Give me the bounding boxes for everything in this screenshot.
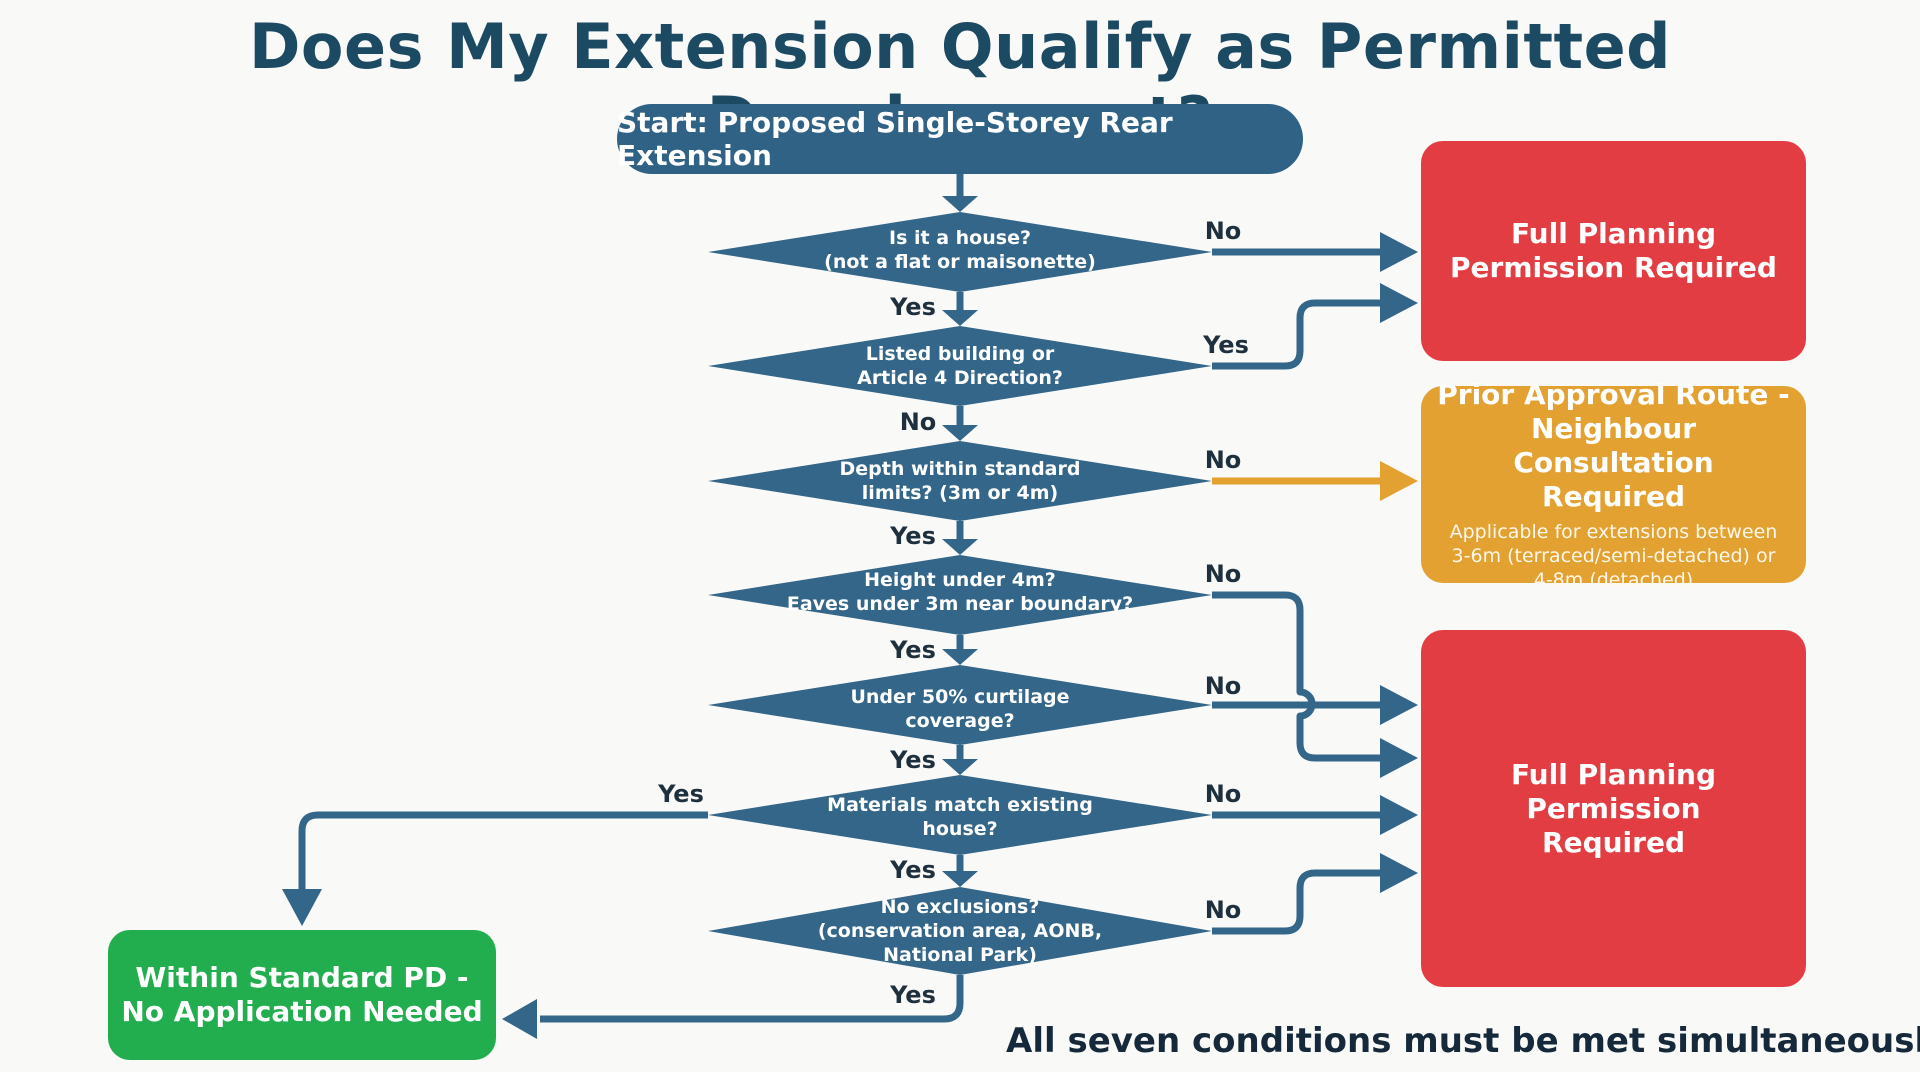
outcome-prior-approval-note-3: 4-8m (detached): [1533, 568, 1694, 591]
arrowhead-q2-no: [942, 425, 978, 441]
decision-text-2: Listed building or Article 4 Direction?: [857, 342, 1063, 390]
decision-5-line-1: Under 50% curtilage: [850, 686, 1070, 708]
decision-diamond-1: [708, 212, 1212, 292]
decision-2-line-1: Listed building or: [865, 343, 1055, 365]
decision-text-4: Height under 4m? Eaves under 3m near bou…: [787, 568, 1133, 616]
decision-text-5: Under 50% curtilage coverage?: [850, 685, 1069, 733]
decision-diamond-5: [708, 665, 1212, 745]
edge-label-q2-no: No: [899, 408, 937, 436]
edge-label-q5-yes: Yes: [890, 746, 936, 774]
decision-7-line-3: National Park): [883, 944, 1037, 966]
arrowhead-q5-no: [1380, 685, 1418, 725]
arrowhead-q6-no: [1380, 795, 1418, 835]
outcome-prior-approval-line-2: Neighbour Consultation: [1513, 411, 1714, 479]
decision-text-3: Depth within standard limits? (3m or 4m): [840, 457, 1081, 505]
decision-3-line-2: limits? (3m or 4m): [861, 482, 1059, 504]
arrowhead-q6-yes-left: [282, 889, 322, 926]
arrowheads: [282, 196, 1418, 1039]
outcome-within-pd-line-2: No Application Needed: [121, 995, 483, 1028]
decision-text-1: Is it a house? (not a flat or maisonette…: [824, 226, 1096, 274]
decision-diamond-4: [708, 555, 1212, 635]
arrowhead-start: [942, 196, 978, 212]
outcome-within-pd: Within Standard PD - No Application Need…: [108, 930, 496, 1060]
connector-q7-no: [1212, 869, 1390, 935]
decision-1-line-1: Is it a house?: [889, 227, 1031, 249]
decision-4-line-1: Height under 4m?: [864, 569, 1056, 591]
edge-label-q1-yes: Yes: [890, 293, 936, 321]
edge-label-q6-no: No: [1204, 780, 1242, 808]
decision-text-7: No exclusions? (conservation area, AONB,…: [818, 895, 1102, 967]
decision-6-line-2: house?: [922, 818, 998, 840]
arrowhead-q4-no: [1380, 738, 1418, 778]
decision-7-line-1: No exclusions?: [880, 896, 1040, 918]
edge-label-q1-no: No: [1204, 217, 1242, 245]
arrowhead-q2-yes: [1380, 283, 1418, 323]
outcome-prior-approval: Prior Approval Route - Neighbour Consult…: [1421, 378, 1806, 591]
outcome-prior-approval-line-3: Required: [1542, 479, 1685, 513]
decision-4-line-2: Eaves under 3m near boundary?: [786, 593, 1134, 615]
decision-diamond-3: [708, 441, 1212, 521]
footer-note: All seven conditions must be met simulta…: [1006, 1021, 1920, 1061]
arrowhead-q1-no: [1380, 232, 1418, 272]
outcome-full-planning-bottom-line-2: Required: [1542, 825, 1685, 859]
decision-diamond-7: [708, 887, 1212, 975]
decision-diamonds: [708, 212, 1212, 975]
outcome-full-planning-top: Full Planning Permission Required: [1421, 141, 1806, 361]
arrowhead-q3-yes: [942, 539, 978, 555]
edge-label-q6-yes: Yes: [890, 856, 936, 884]
decision-diamond-2: [708, 326, 1212, 406]
decision-2-line-2: Article 4 Direction?: [857, 367, 1063, 389]
arrowhead-q1-yes: [942, 310, 978, 326]
outcome-prior-approval-note: Applicable for extensions between 3-6m (…: [1450, 520, 1778, 592]
start-node: Start: Proposed Single-Storey Rear Exten…: [617, 104, 1303, 174]
outcome-prior-approval-note-2: 3-6m (terraced/semi-detached) or: [1451, 544, 1776, 567]
decision-6-line-1: Materials match existing: [827, 794, 1093, 816]
connector-q7-yes: [540, 975, 964, 1023]
edge-label-q6-yes-left: Yes: [658, 780, 704, 808]
outcome-full-planning-top-line-1: Full Planning: [1510, 217, 1717, 250]
edge-label-q3-yes: Yes: [890, 522, 936, 550]
arrowhead-q5-yes: [942, 759, 978, 775]
edge-label-q2-yes: Yes: [1203, 331, 1249, 359]
connector-q2-yes: [1212, 299, 1390, 370]
outcome-full-planning-top-line-2: Permission Required: [1450, 251, 1777, 284]
arrowhead-q3-no: [1380, 461, 1418, 501]
edge-label-q4-yes: Yes: [890, 636, 936, 664]
outcome-prior-approval-line-1: Prior Approval Route -: [1437, 377, 1790, 411]
outcome-within-pd-line-1: Within Standard PD -: [135, 961, 469, 994]
outcome-full-planning-bottom-line-1: Full Planning Permission: [1510, 757, 1717, 825]
arrowhead-q4-yes: [942, 649, 978, 665]
arrowhead-q6-yes-down: [942, 871, 978, 887]
decision-1-line-2: (not a flat or maisonette): [824, 251, 1096, 273]
arrowhead-q7-no: [1380, 853, 1418, 893]
edge-label-q7-yes: Yes: [890, 981, 936, 1009]
decision-7-line-2: (conservation area, AONB,: [817, 920, 1103, 942]
outcome-prior-approval-note-1: Applicable for extensions between: [1449, 520, 1778, 543]
decision-5-line-2: coverage?: [905, 710, 1015, 732]
decision-diamond-6: [708, 775, 1212, 855]
edge-label-q3-no: No: [1204, 446, 1242, 474]
edge-label-q5-no: No: [1204, 672, 1242, 700]
connector-q6-yes: [298, 811, 708, 892]
edge-label-q7-no: No: [1204, 896, 1242, 924]
arrowhead-q7-yes: [502, 999, 537, 1039]
decision-text-6: Materials match existing house?: [827, 793, 1093, 841]
decision-3-line-1: Depth within standard: [839, 458, 1081, 480]
outcome-full-planning-bottom: Full Planning Permission Required: [1421, 630, 1806, 987]
edge-label-q4-no: No: [1204, 560, 1242, 588]
